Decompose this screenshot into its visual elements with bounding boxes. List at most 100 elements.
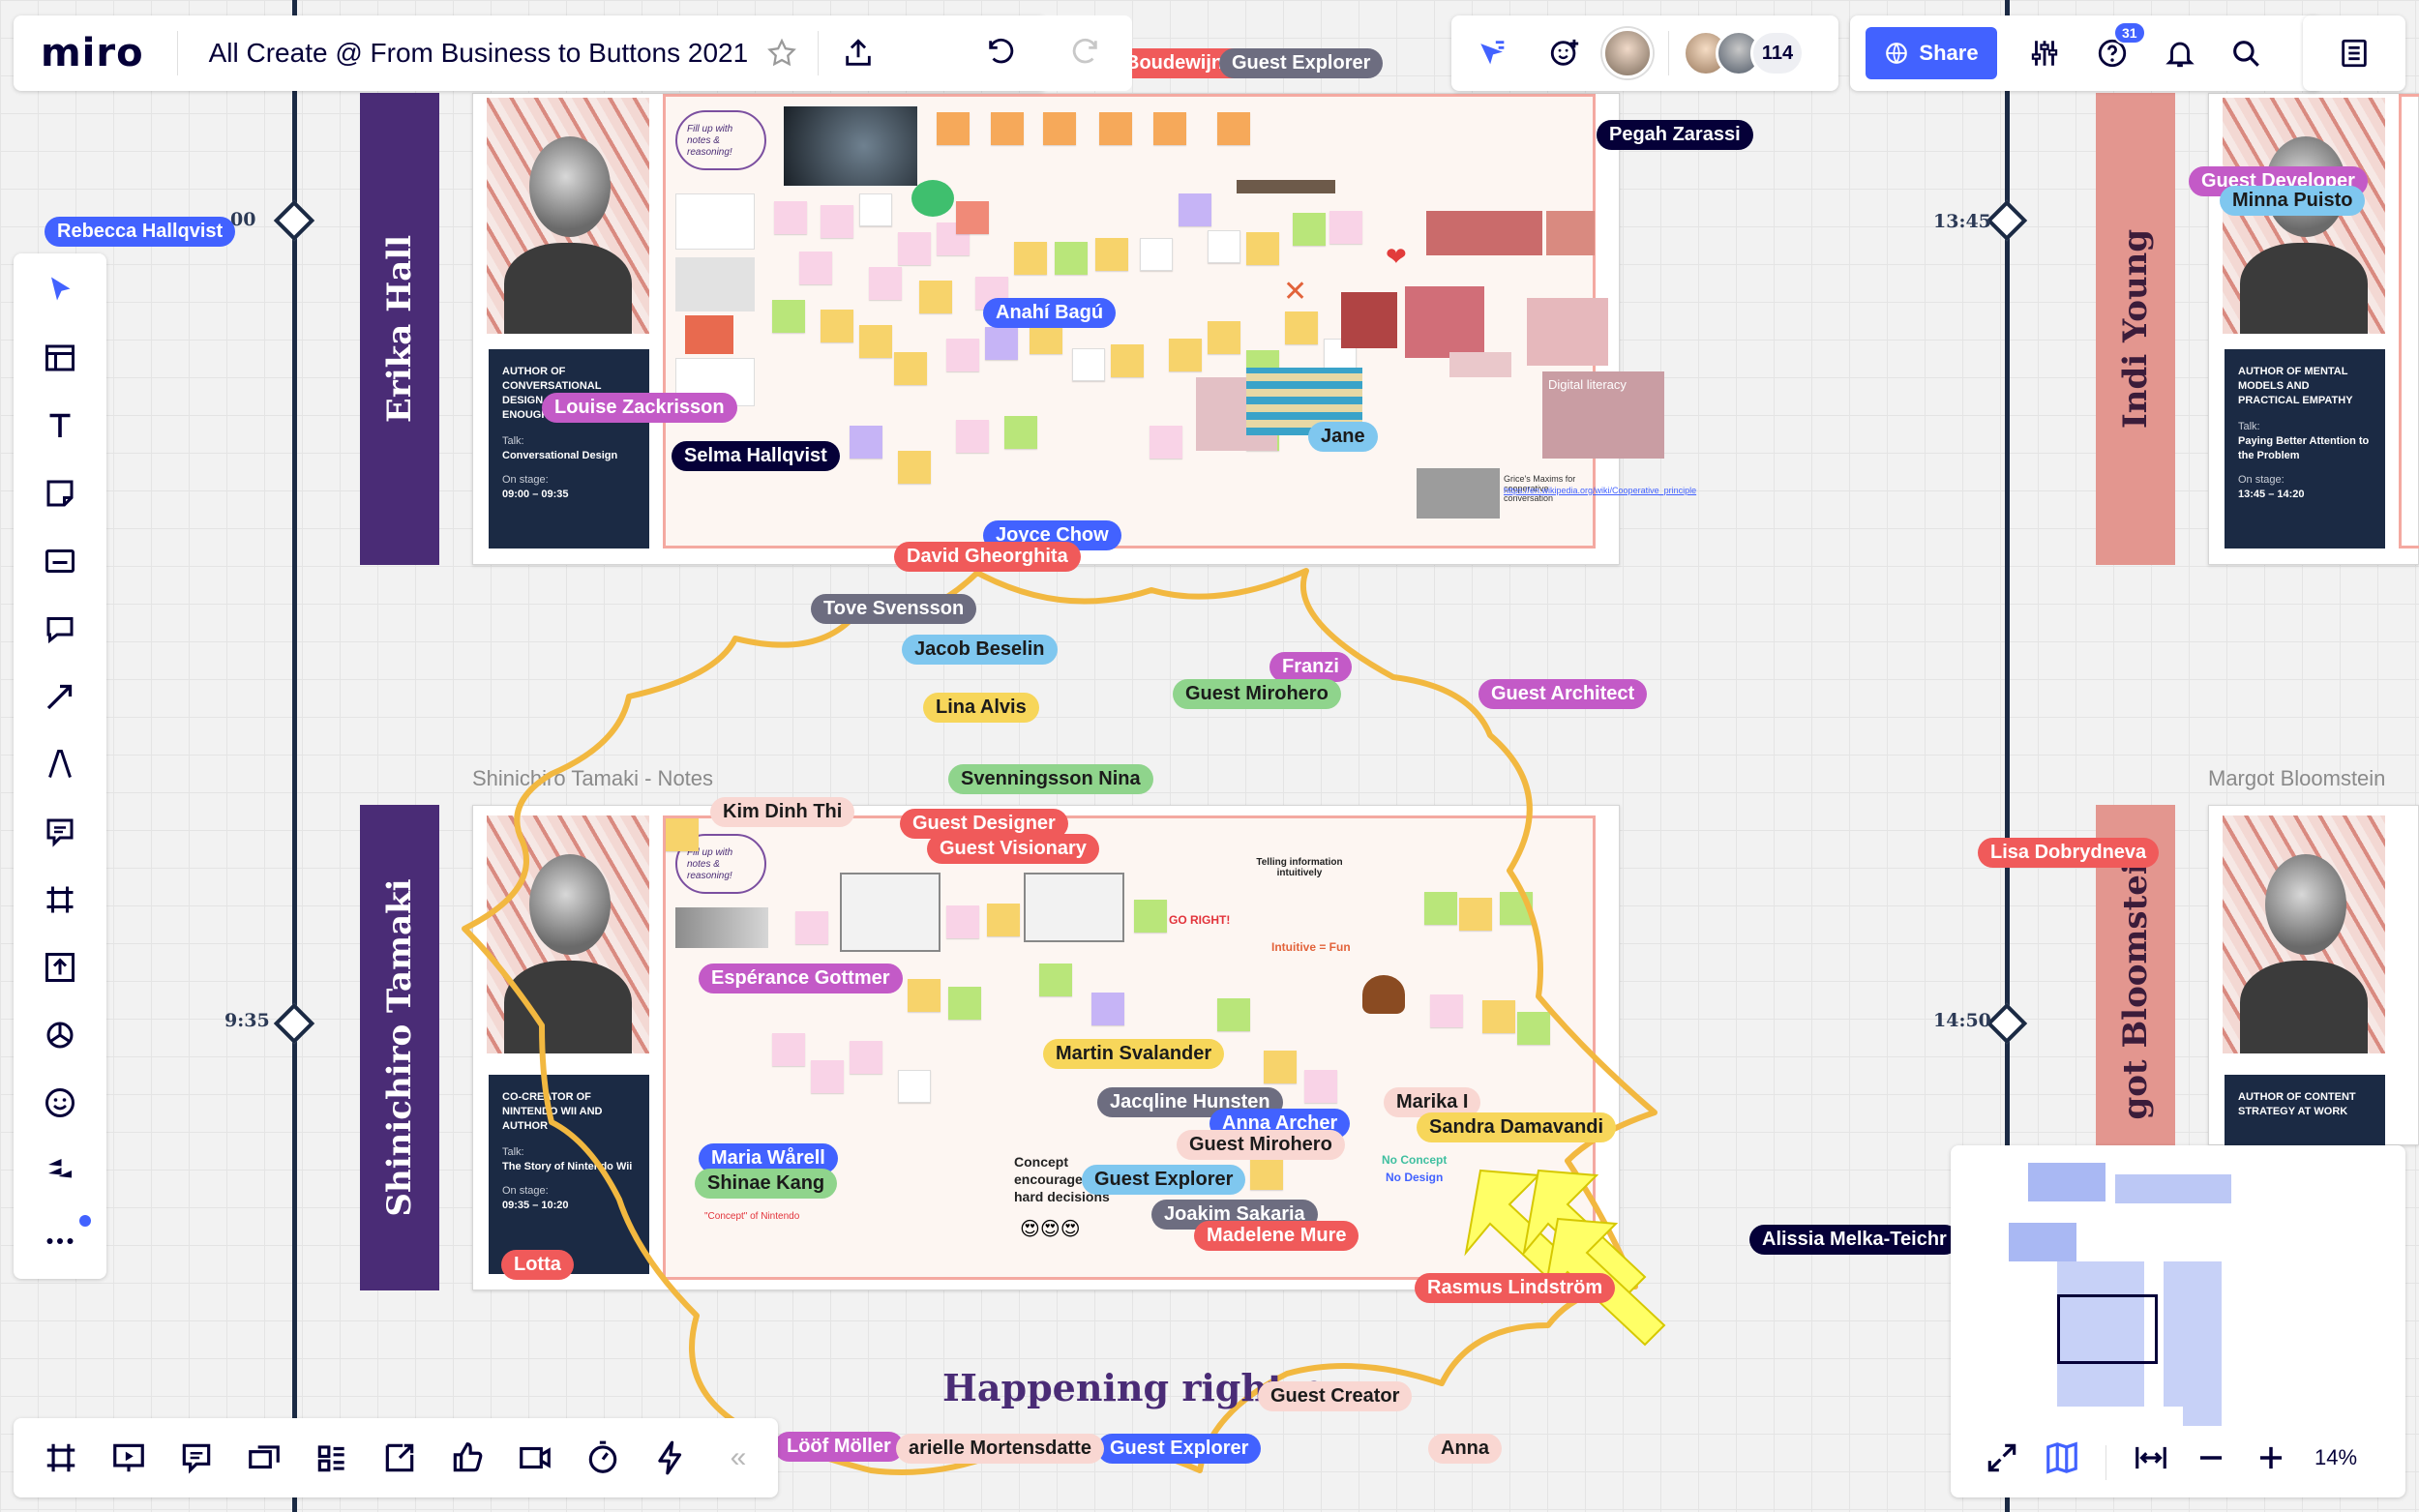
card-icon[interactable] (35, 536, 85, 586)
maxim-link[interactable]: https://en.wikipedia.org/wiki/Cooperativ… (1504, 486, 1697, 495)
collaborator-count[interactable]: 114 (1750, 30, 1805, 76)
concept-text: Concept encourages hard decisions (1014, 1154, 1110, 1204)
undo-icon[interactable] (979, 31, 1024, 75)
select-icon[interactable] (35, 265, 85, 315)
heart-icon: ❤ (1386, 242, 1407, 271)
book-thumbnails (675, 193, 757, 406)
fullscreen-icon[interactable] (1980, 1436, 2024, 1480)
game-screenshot[interactable] (840, 873, 941, 952)
chat-bubble-icon (911, 180, 954, 217)
image-thumbnail[interactable] (1417, 468, 1500, 519)
upload-icon[interactable] (35, 942, 85, 993)
speaker-info: AUTHOR OF CONVERSATIONAL DESIGN AND JUST… (489, 349, 649, 548)
collaborator-cursor: Anahí Bagú (983, 298, 1117, 328)
collaborator-cursor: Kim Dinh Thi (710, 797, 855, 827)
cards-icon[interactable] (310, 1436, 354, 1480)
notes-board[interactable]: Fill up with notes & reasoning! (663, 94, 1696, 548)
collaborator-cursor: arielle Mortensdatte (896, 1434, 1104, 1464)
frame-icon[interactable] (35, 875, 85, 925)
image-thumbnail[interactable] (1341, 292, 1397, 348)
note-badge: Fill up with notes & reasoning! (675, 834, 766, 894)
search-icon[interactable] (2224, 31, 2268, 75)
comment-icon[interactable] (35, 807, 85, 857)
minimap-viewport[interactable] (2057, 1294, 2158, 1364)
collaborator-cursor: David Gheorghita (894, 542, 1081, 572)
zoom-out-icon[interactable] (2189, 1436, 2233, 1480)
image-thumbnail[interactable] (1527, 298, 1608, 366)
game-screenshot[interactable] (1024, 873, 1124, 942)
share-screen-icon[interactable] (377, 1436, 422, 1480)
presentation-icon[interactable] (106, 1436, 151, 1480)
speaker-card-erika[interactable]: AUTHOR OF CONVERSATIONAL DESIGN AND JUST… (472, 93, 1696, 565)
help-icon[interactable]: 31 (2090, 21, 2146, 75)
miro-logo[interactable]: miro (41, 31, 144, 75)
image-thumbnail[interactable] (1426, 211, 1542, 255)
image-thumbnail[interactable] (1237, 180, 1335, 193)
speaker-portrait (487, 815, 649, 1053)
collaborator-cursor: Guest Creator (1258, 1381, 1413, 1411)
collaborator-cursor: Guest Explorer (1082, 1165, 1246, 1195)
comments-icon[interactable] (174, 1436, 219, 1480)
collaborator-cursor: Rasmus Lindström (1415, 1273, 1616, 1303)
collaborator-cursor: Lotta (501, 1250, 574, 1280)
collaborator-cursor: Guest Explorer (1097, 1434, 1262, 1464)
image-thumbnail[interactable] (1405, 286, 1484, 358)
timer-icon[interactable] (581, 1436, 625, 1480)
collaborator-cursor: Svenningsson Nina (948, 764, 1153, 794)
board-title[interactable]: All Create @ From Business to Buttons 20… (208, 38, 749, 68)
speaker-band-erika[interactable]: Erika Hall (360, 93, 439, 565)
follow-icon[interactable] (1471, 31, 1515, 75)
console-image[interactable] (675, 907, 768, 948)
image-thumbnail[interactable]: Digital literacy (1542, 371, 1664, 459)
more-tools-icon[interactable] (35, 1213, 91, 1263)
star-icon[interactable] (760, 31, 804, 75)
collapse-icon[interactable]: « (730, 1441, 747, 1473)
image-thumbnail[interactable] (784, 106, 917, 186)
zoom-in-icon[interactable] (2249, 1436, 2293, 1480)
pen-icon[interactable] (35, 739, 85, 789)
speaker-band-indi[interactable]: Indi Young (2096, 93, 2175, 565)
collaborator-cursor: Sandra Damavandi (1417, 1112, 1617, 1142)
undo-redo-bar (960, 15, 1132, 91)
collaborator-cursor: Guest Visionary (927, 834, 1099, 864)
timeline-left (292, 0, 297, 1512)
mind-map-icon[interactable] (35, 1010, 85, 1060)
notifications-bell-icon[interactable] (2158, 31, 2202, 75)
redo-icon[interactable] (1062, 31, 1107, 75)
minimap[interactable]: 14% (1951, 1145, 2405, 1497)
voting-icon[interactable] (445, 1436, 490, 1480)
image-thumbnail[interactable] (1449, 352, 1511, 377)
reaction-icon[interactable] (1542, 31, 1587, 75)
apps-icon[interactable] (35, 1145, 85, 1196)
emoji-row: 😍😍😍 (1020, 1219, 1081, 1240)
settings-sliders-icon[interactable] (2022, 31, 2067, 75)
zoom-level[interactable]: 14% (2314, 1445, 2358, 1469)
shape-icon[interactable] (35, 604, 85, 654)
speaker-band-shinichiro[interactable]: Shinichiro Tamaki (360, 805, 439, 1290)
collaborator-cursor: Minna Puisto (2220, 186, 2366, 216)
frames-icon[interactable] (39, 1436, 83, 1480)
process-row (937, 112, 1285, 145)
export-icon[interactable] (836, 31, 881, 75)
no-concept-label: No Concept (1382, 1153, 1448, 1167)
collaborator-cursor: Alissia Melka-Teichr (1749, 1225, 1959, 1255)
emoji-icon[interactable] (35, 1078, 85, 1128)
connection-line-icon[interactable] (35, 671, 85, 722)
templates-icon[interactable] (35, 333, 85, 383)
text-icon[interactable] (35, 400, 85, 451)
screen-share-icon[interactable] (242, 1436, 286, 1480)
share-button[interactable]: Share (1866, 27, 1997, 79)
notes-list-icon[interactable] (2332, 31, 2376, 75)
collaborator-cursor: Shinae Kang (695, 1169, 838, 1199)
image-thumbnail[interactable] (1546, 211, 1595, 255)
minimap-canvas[interactable] (1989, 1155, 2309, 1426)
sticky-note-icon[interactable] (35, 468, 85, 519)
avatar[interactable] (1602, 28, 1653, 78)
fit-to-screen-icon[interactable] (2129, 1436, 2173, 1480)
video-icon[interactable] (513, 1436, 557, 1480)
lightning-icon[interactable] (648, 1436, 693, 1480)
collaborator-cursor: Anna (1428, 1434, 1502, 1464)
map-toggle-icon[interactable] (2040, 1436, 2084, 1480)
speaker-card-margot[interactable]: AUTHOR OF CONTENT STRATEGY AT WORK (2208, 805, 2419, 1146)
help-badge: 31 (2113, 21, 2146, 44)
